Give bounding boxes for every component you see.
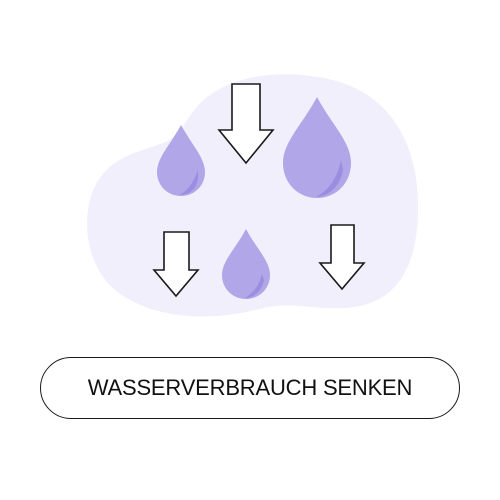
down-arrow-icon xyxy=(152,231,200,298)
label-text: WASSERVERBRAUCH SENKEN xyxy=(87,375,413,400)
label-pill: WASSERVERBRAUCH SENKEN xyxy=(40,357,460,419)
water-drop-icon xyxy=(222,229,270,299)
down-arrow-icon xyxy=(318,224,366,291)
water-drop-icon xyxy=(157,125,205,196)
water-drop-icon xyxy=(283,97,351,198)
down-arrow-icon xyxy=(217,83,275,165)
